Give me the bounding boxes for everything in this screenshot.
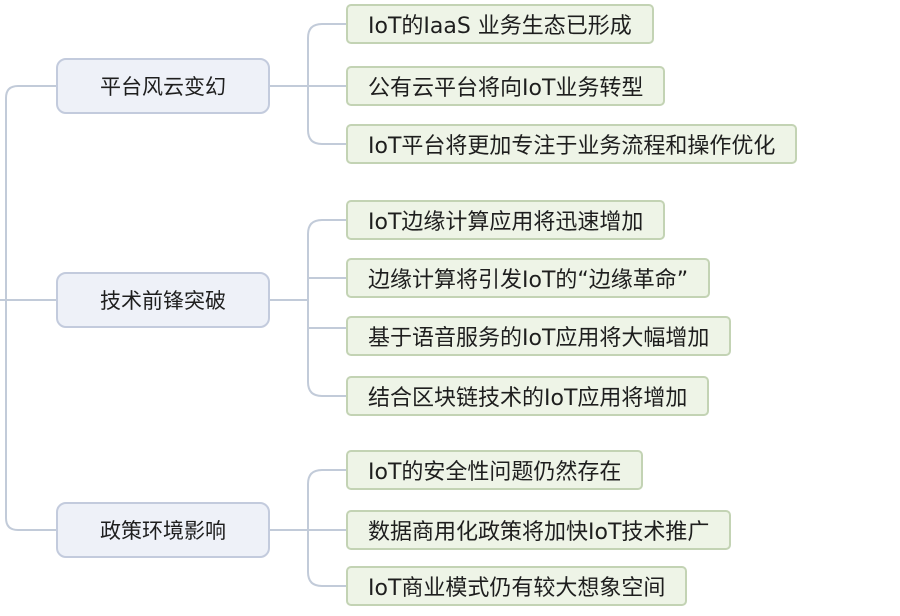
leaf-node: 结合区块链技术的IoT应用将增加 [346, 376, 710, 416]
leaf-label: 数据商用化政策将加快IoT技术推广 [368, 520, 710, 545]
category-label: 平台风云变幻 [100, 75, 226, 99]
leaf-label: 结合区块链技术的IoT应用将增加 [368, 386, 688, 411]
leaf-node: 公有云平台将向IoT业务转型 [346, 66, 666, 106]
leaf-node: IoT的IaaS 业务生态已形成 [346, 4, 654, 44]
leaf-label: 公有云平台将向IoT业务转型 [368, 76, 644, 101]
leaf-node: 数据商用化政策将加快IoT技术推广 [346, 510, 732, 550]
leaf-label: IoT的IaaS 业务生态已形成 [368, 14, 632, 39]
leaf-label: IoT平台将更加专注于业务流程和操作优化 [368, 134, 776, 159]
leaf-label: IoT边缘计算应用将迅速增加 [368, 210, 644, 235]
leaf-node: 基于语音服务的IoT应用将大幅增加 [346, 316, 732, 356]
category-node-technology: 技术前锋突破 [56, 272, 270, 328]
leaf-label: IoT商业模式仍有较大想象空间 [368, 576, 666, 601]
leaf-label: 基于语音服务的IoT应用将大幅增加 [368, 326, 710, 351]
category-label: 政策环境影响 [100, 519, 226, 543]
leaf-node: IoT平台将更加专注于业务流程和操作优化 [346, 124, 798, 164]
leaf-node: IoT的安全性问题仍然存在 [346, 450, 644, 490]
category-node-platform: 平台风云变幻 [56, 58, 270, 114]
leaf-node: 边缘计算将引发IoT的“边缘革命” [346, 258, 711, 298]
leaf-node: IoT商业模式仍有较大想象空间 [346, 566, 688, 606]
category-node-policy: 政策环境影响 [56, 502, 270, 558]
leaf-label: IoT的安全性问题仍然存在 [368, 460, 622, 485]
leaf-node: IoT边缘计算应用将迅速增加 [346, 200, 666, 240]
leaf-label: 边缘计算将引发IoT的“边缘革命” [368, 268, 689, 293]
category-label: 技术前锋突破 [100, 289, 226, 313]
